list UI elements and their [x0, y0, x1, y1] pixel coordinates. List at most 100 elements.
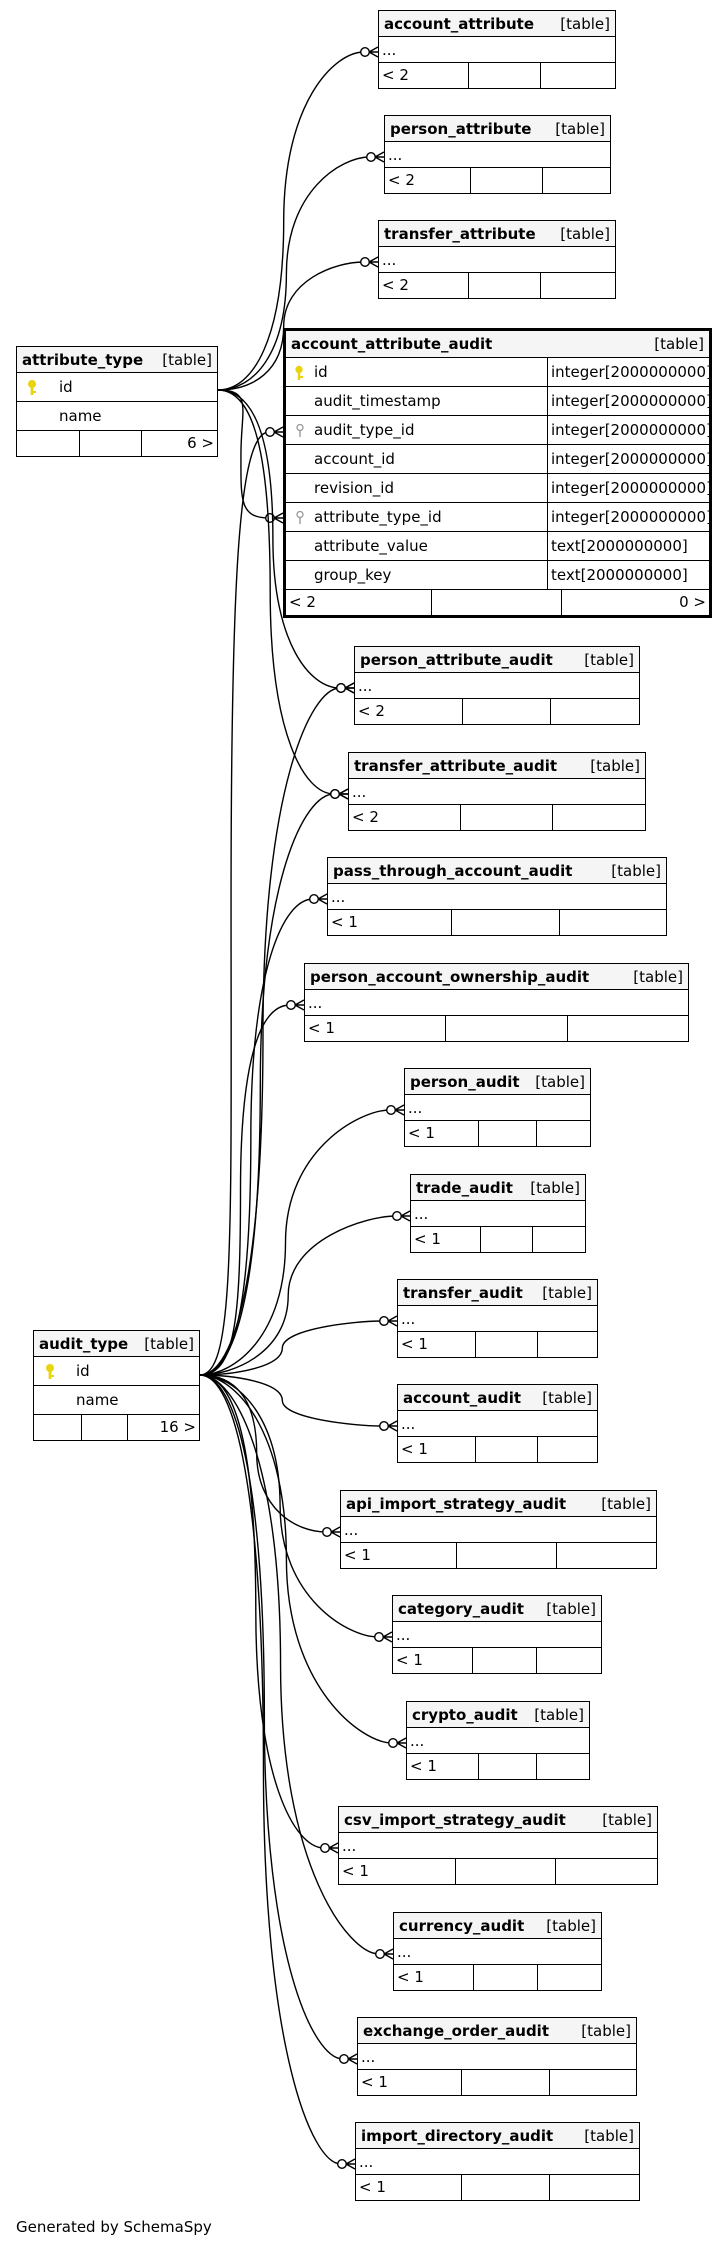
column-name: id	[314, 363, 328, 381]
table-person-attribute[interactable]: person_attribute[table] ... < 2	[384, 115, 611, 194]
parent-count[interactable]: < 1	[398, 1437, 476, 1462]
column-row[interactable]: id	[17, 373, 217, 402]
table-account-attribute[interactable]: account_attribute[table] ... < 2	[378, 10, 616, 89]
columns-ellipsis: ...	[305, 990, 688, 1016]
zero-marker	[366, 151, 377, 162]
table-name: person_account_ownership_audit	[310, 967, 590, 986]
parent-count[interactable]: < 1	[305, 1016, 446, 1041]
table-type: [table]	[654, 335, 704, 353]
column-row[interactable]: name	[17, 402, 217, 431]
table-type: [table]	[584, 650, 634, 669]
zero-marker	[309, 894, 320, 905]
table-footer: < 2	[385, 168, 610, 193]
edge-category-audit	[199, 1374, 379, 1638]
column-row[interactable]: id	[34, 1357, 199, 1386]
table-exchange-order-audit[interactable]: exchange_order_audit[table] ... < 1	[357, 2017, 637, 2096]
table-attribute-type[interactable]: attribute_type[table] id name 6 >	[16, 346, 218, 457]
zero-marker	[322, 1526, 333, 1537]
column-name: group_key	[314, 566, 392, 584]
parent-count[interactable]: < 1	[393, 1648, 473, 1673]
parent-count[interactable]: < 1	[398, 1332, 476, 1357]
table-transfer-audit[interactable]: transfer_audit[table] ... < 1	[397, 1279, 598, 1358]
table-csv-import-strategy-audit[interactable]: csv_import_strategy_audit[table] ... < 1	[338, 1806, 658, 1885]
table-name: transfer_audit	[403, 1283, 523, 1302]
column-name: name	[76, 1391, 119, 1409]
table-import-directory-audit[interactable]: import_directory_audit[table] ... < 1	[355, 2122, 640, 2201]
table-audit-type[interactable]: audit_type[table] id name 16 >	[33, 1330, 200, 1441]
parent-count[interactable]: < 2	[385, 168, 471, 193]
columns-ellipsis: ...	[398, 1411, 597, 1437]
table-name: api_import_strategy_audit	[346, 1494, 567, 1513]
table-name: person_attribute	[390, 119, 532, 138]
table-person-audit[interactable]: person_audit[table] ... < 1	[404, 1068, 591, 1147]
column-name: attribute_value	[314, 537, 428, 555]
parent-count[interactable]: < 1	[358, 2070, 462, 2095]
table-type: [table]	[560, 224, 610, 243]
table-person-attribute-audit[interactable]: person_attribute_audit[table] ... < 2	[354, 646, 640, 725]
parent-count[interactable]: < 1	[407, 1754, 479, 1779]
columns-ellipsis: ...	[407, 1728, 589, 1754]
edge-trade-audit	[199, 1215, 397, 1376]
child-count[interactable]: 16 >	[159, 1418, 196, 1436]
table-footer: 16 >	[34, 1415, 199, 1440]
column-type: text[2000000000]	[547, 532, 709, 560]
table-crypto-audit[interactable]: crypto_audit[table] ... < 1	[406, 1701, 590, 1780]
table-footer: < 1	[341, 1543, 656, 1568]
parent-count[interactable]: < 2	[286, 590, 432, 615]
table-footer: < 2	[355, 699, 639, 724]
table-transfer-attribute[interactable]: transfer_attribute[table] ... < 2	[378, 220, 616, 299]
column-name: revision_id	[314, 479, 394, 497]
columns-ellipsis: ...	[339, 1833, 657, 1859]
table-currency-audit[interactable]: currency_audit[table] ... < 1	[393, 1912, 602, 1991]
column-row[interactable]: name	[34, 1386, 199, 1415]
column-name: audit_timestamp	[314, 392, 441, 410]
edge-account-attribute-audit	[199, 431, 270, 1376]
table-name: account_attribute	[384, 14, 534, 33]
parent-count[interactable]: < 1	[328, 910, 452, 935]
columns-ellipsis: ...	[356, 2149, 639, 2175]
child-count[interactable]: 0 >	[679, 593, 706, 611]
parent-count[interactable]: < 1	[339, 1859, 456, 1884]
parent-count[interactable]: < 2	[379, 273, 469, 298]
many-marker	[374, 151, 385, 163]
table-category-audit[interactable]: category_audit[table] ... < 1	[392, 1595, 602, 1674]
column-type: integer[2000000000]	[547, 416, 712, 444]
table-api-import-strategy-audit[interactable]: api_import_strategy_audit[table] ... < 1	[340, 1490, 657, 1569]
table-trade-audit[interactable]: trade_audit[table] ... < 1	[410, 1174, 586, 1253]
column-row[interactable]: attribute_value text[2000000000]	[286, 532, 709, 561]
parent-count[interactable]: < 2	[349, 805, 461, 830]
parent-count[interactable]: < 1	[356, 2175, 462, 2200]
zero-marker	[339, 2053, 350, 2064]
table-name: person_audit	[410, 1072, 520, 1091]
table-footer: < 1	[356, 2175, 639, 2200]
table-type: [table]	[560, 14, 610, 33]
table-transfer-attribute-audit[interactable]: transfer_attribute_audit[table] ... < 2	[348, 752, 646, 831]
parent-count[interactable]: < 1	[394, 1965, 474, 1990]
table-account-audit[interactable]: account_audit[table] ... < 1	[397, 1384, 598, 1463]
parent-count[interactable]: < 2	[355, 699, 463, 724]
parent-count[interactable]: < 2	[379, 63, 469, 88]
parent-count[interactable]: < 1	[405, 1121, 479, 1146]
foreign-key-icon	[296, 511, 304, 524]
table-type: [table]	[581, 2021, 631, 2040]
table-person-account-ownership-audit[interactable]: person_account_ownership_audit[table] ..…	[304, 963, 689, 1042]
table-footer: < 1	[339, 1859, 657, 1884]
child-count[interactable]: 6 >	[187, 434, 214, 452]
table-footer: < 1	[398, 1437, 597, 1462]
parent-count[interactable]: < 1	[341, 1543, 457, 1568]
columns-ellipsis: ...	[385, 142, 610, 168]
table-footer: < 1	[405, 1121, 590, 1146]
zero-marker	[360, 257, 371, 268]
parent-count[interactable]: < 1	[411, 1227, 481, 1252]
table-type: [table]	[601, 1494, 651, 1513]
table-pass-through-account-audit[interactable]: pass_through_account_audit[table] ... < …	[327, 857, 667, 936]
columns-ellipsis: ...	[379, 247, 615, 273]
